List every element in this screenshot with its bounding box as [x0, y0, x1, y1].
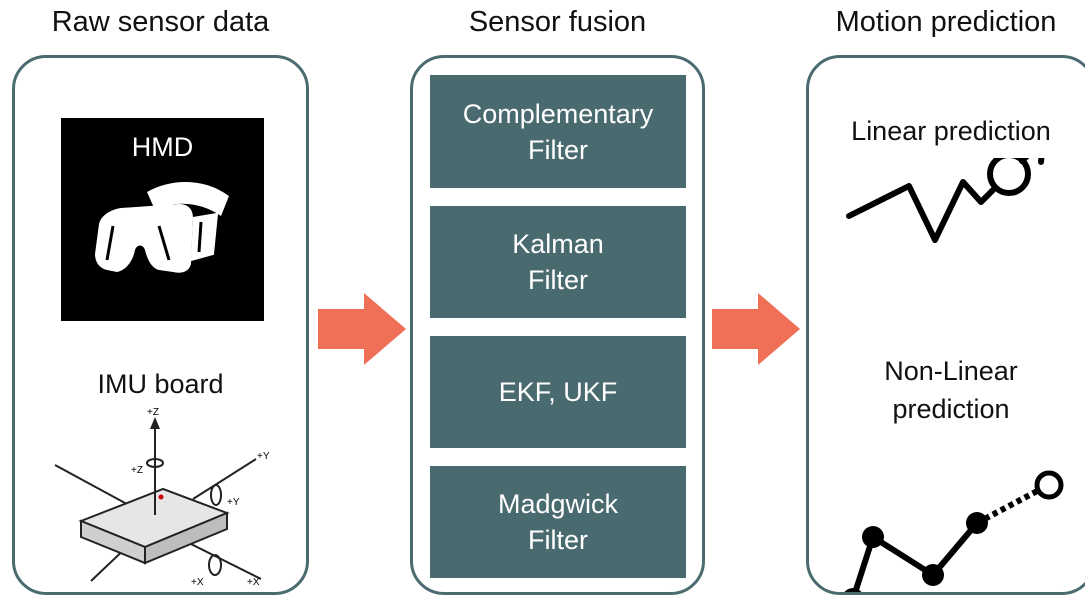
imu-board-icon: +Z +Z +Y +Y +X +X — [54, 407, 270, 588]
title-raw-sensor-data: Raw sensor data — [51, 6, 270, 38]
filter-complementary: Complementary Filter — [430, 75, 686, 188]
filter-line1: Complementary — [462, 98, 654, 129]
nonlinear-prediction-graph — [844, 470, 1064, 592]
linear-prediction-label: Linear prediction — [851, 116, 1051, 146]
filter-line1: Madgwick — [497, 489, 619, 519]
hmd-tile: HMD — [61, 118, 264, 321]
predicted-point — [1034, 470, 1064, 500]
filter-line1: EKF, UKF — [498, 377, 618, 407]
data-point — [966, 512, 988, 534]
linear-prediction-graph — [846, 158, 1045, 243]
imu-board-label: IMU board — [97, 369, 224, 399]
male-symbol-icon — [987, 158, 1031, 196]
nonlinear-prediction-label: Non-Linear prediction — [809, 352, 1085, 428]
filter-madgwick: Madgwick Filter — [430, 466, 686, 578]
sensor-fusion-panel: Complementary Filter Kalman Filter EKF, … — [410, 55, 705, 595]
filter-line1: Kalman — [512, 229, 604, 259]
imu-z-rotation-label: +Z — [131, 465, 143, 476]
vr-headset-icon — [95, 181, 229, 273]
filter-ekf-ukf: EKF, UKF — [430, 336, 686, 448]
imu-x-axis-label: +X — [247, 577, 260, 588]
imu-y-rotation-label: +Y — [227, 497, 240, 508]
filter-line2: Filter — [528, 134, 588, 165]
imu-y-axis-label: +Y — [257, 451, 270, 462]
flow-arrow-icon — [318, 293, 406, 365]
filter-line2: Filter — [528, 525, 588, 555]
imu-x-rotation-label: +X — [191, 577, 204, 588]
filter-kalman: Kalman Filter — [430, 206, 686, 318]
flow-arrow-icon — [712, 293, 800, 365]
hmd-label: HMD — [131, 132, 194, 162]
motion-prediction-panel: Linear prediction Non-Linear prediction — [806, 55, 1085, 595]
data-point — [844, 588, 862, 592]
filter-line2: Filter — [528, 265, 588, 295]
data-point — [862, 526, 884, 548]
nonlinear-line2: prediction — [892, 394, 1010, 424]
title-sensor-fusion: Sensor fusion — [468, 6, 647, 38]
imu-z-axis-label: +Z — [147, 407, 159, 418]
raw-sensor-panel: HMD IMU board +Z +Z +Y +Y +X — [12, 55, 309, 595]
nonlinear-line1: Non-Linear — [884, 356, 1018, 386]
title-motion-prediction: Motion prediction — [835, 6, 1057, 38]
data-point — [922, 564, 944, 586]
